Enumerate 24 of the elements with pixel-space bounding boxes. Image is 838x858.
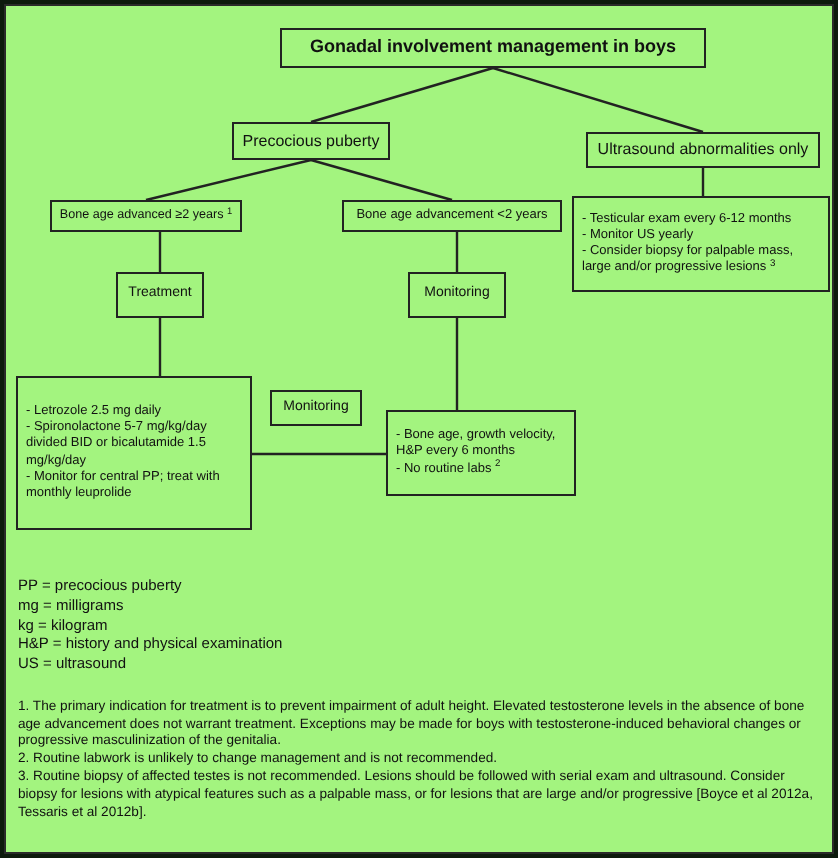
connector-line <box>701 168 705 196</box>
condition-box <box>50 200 242 232</box>
connector-line <box>455 318 459 410</box>
step-box <box>116 272 204 318</box>
step-box <box>408 272 506 318</box>
node-text: Gonadal involvement management in boys <box>309 36 677 60</box>
node-text: Precocious puberty <box>242 131 380 151</box>
connector-line <box>310 158 453 202</box>
recommendation-box <box>572 196 830 292</box>
title-box <box>280 28 706 68</box>
connector-line <box>158 232 162 272</box>
condition-box <box>342 200 562 232</box>
connector-line <box>158 318 162 376</box>
recommendation-box <box>386 410 576 496</box>
connector-line <box>145 158 312 202</box>
category-box <box>586 132 820 168</box>
connector-line <box>492 66 704 134</box>
connector-line <box>252 452 386 456</box>
node-text: Ultrasound abnormalities only <box>597 140 809 160</box>
connector-line <box>310 66 494 124</box>
recommendation-box <box>16 376 252 530</box>
category-box <box>232 122 390 160</box>
connector-line <box>455 232 459 272</box>
step-box <box>270 390 362 426</box>
